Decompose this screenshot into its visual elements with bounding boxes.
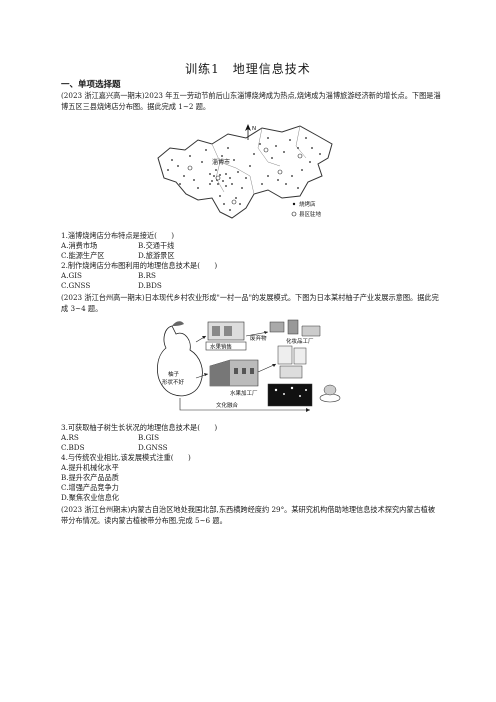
zibo-map: 淄博市 N 烧烤店 县区驻地 [157,124,333,219]
q3-option-c[interactable]: C.BDS [61,443,85,452]
q2-stem: 2.制作烧烤店分布图利用的地理信息技术是( ) [61,261,218,270]
pomelo-label-2: 形状不好 [162,378,185,386]
pomelo-label-1: 柚子 [168,370,180,378]
q2-option-c[interactable]: C.GNSS [61,281,91,290]
culture-label: 文化融合 [216,401,239,409]
q3-option-a[interactable]: A.RS [61,433,79,442]
cosmetics-factory [269,319,321,379]
fruit-sale-building [205,321,247,351]
page-title: 训练1 地理信息技术 [185,62,311,76]
q1-option-c[interactable]: C.能源生产区 [61,251,105,260]
map-legend: 烧烤店 县区驻地 [291,200,322,218]
map-boundary [157,125,333,219]
pomelo-icon [157,321,203,397]
cosmetics-label: 化妆品工厂 [286,337,314,345]
q4-option-a[interactable]: A.提升机械化水平 [61,463,119,472]
q4-option-c[interactable]: C.增强产品竞争力 [61,483,119,492]
processing-factory [209,359,259,387]
q2-option-a[interactable]: A.GIS [61,271,82,280]
north-arrow: N [245,124,256,140]
q2-option-b[interactable]: B.RS [138,271,156,280]
waste-label: 废弃物 [250,334,267,342]
map-city-label: 淄博市 [212,158,230,166]
q1-option-a[interactable]: A.消费市场 [61,241,98,250]
q2-option-d[interactable]: D.BDS [138,281,162,290]
legend-county: 县区驻地 [299,210,322,218]
q3-option-b[interactable]: B.GIS [138,433,160,442]
processing-label: 水果加工厂 [230,389,258,397]
q4-stem: 4.与传统农业相比,该发展模式注重( ) [61,453,191,462]
q4-option-b[interactable]: B.提升农产品品质 [61,473,119,482]
section-heading: 一、单项选择题 [61,80,121,90]
q3-stem: 3.可获取柚子树生长状况的地理信息技术是( ) [61,423,218,432]
intro-paragraph-2: (2023 浙江台州高一期末)日本现代乡村农业形成"一村一品"的发展模式。下图为… [61,293,439,313]
q4-option-d[interactable]: D.聚焦农业信息化 [61,493,120,502]
q1-option-d[interactable]: D.旅游景区 [138,251,175,260]
q1-option-b[interactable]: B.交通干线 [138,241,175,250]
intro-paragraph-3: (2023 浙江台州期末)内蒙古自治区地处我国北部,东西横跨经度约 29°。某研… [61,505,436,525]
legend-store: 烧烤店 [299,200,316,208]
pomelo-industry-diagram: 柚子 形状不好 水果销售 水果加工厂 废弃物 化妆品工厂 [157,319,341,412]
q1-stem: 1.淄博烧烤店分布特点是接近( ) [61,231,175,240]
sauce-bowl-icon [319,384,341,403]
q3-option-d[interactable]: D.GNSS [138,443,168,452]
fruit-sale-label: 水果销售 [210,343,232,351]
intro-paragraph-1: (2023 浙江嘉兴高一期末)2023 年五一劳动节前后山东淄博烧烤成为热点,烧… [61,91,441,111]
culture-scene [267,383,313,407]
north-label: N [252,126,256,132]
